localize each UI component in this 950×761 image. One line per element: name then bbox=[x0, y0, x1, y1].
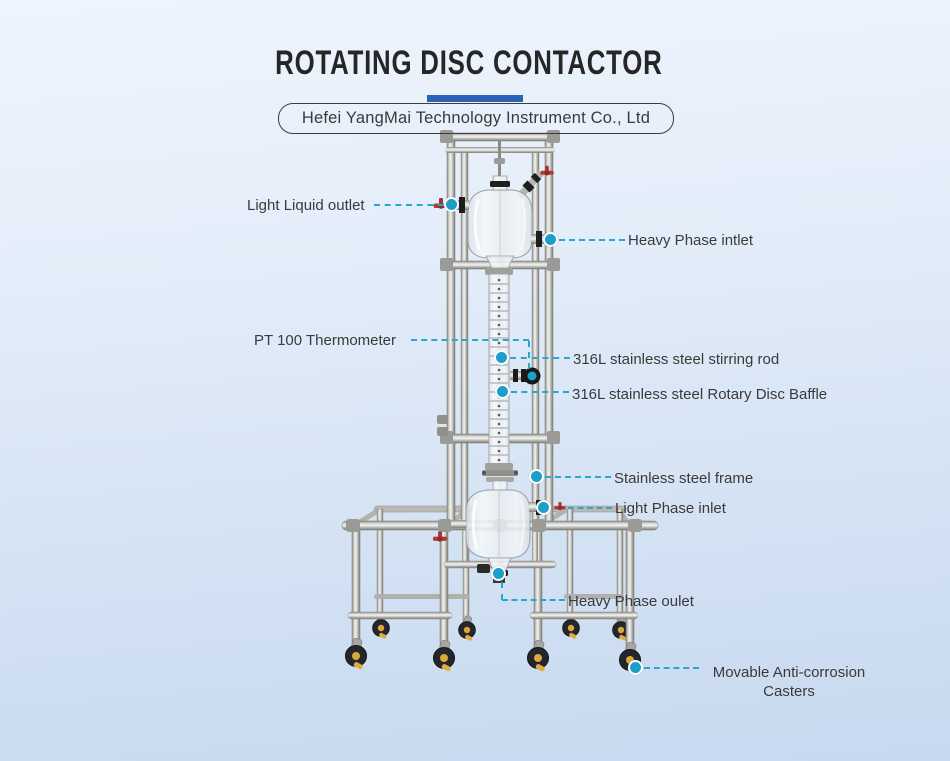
callout-label: PT 100 Thermometer bbox=[254, 332, 397, 349]
company-name: Hefei YangMai Technology Instrument Co.,… bbox=[301, 109, 651, 127]
callout-dot bbox=[491, 566, 506, 581]
callout-label: Light Liquid outlet bbox=[247, 197, 365, 214]
callout-dot bbox=[536, 500, 551, 515]
callout-label: 316L stainless steel stirring rod bbox=[573, 351, 780, 368]
callout-line bbox=[501, 582, 503, 600]
callout-label: 316L stainless steel Rotary Disc Baffle bbox=[572, 386, 828, 403]
callout-line bbox=[644, 667, 699, 669]
callout-label: Movable Anti-corrosion Casters bbox=[712, 664, 866, 700]
callout-label: Heavy Phase oulet bbox=[568, 593, 694, 610]
callout-label: Heavy Phase intlet bbox=[628, 232, 754, 249]
company-banner: Hefei YangMai Technology Instrument Co.,… bbox=[278, 103, 674, 134]
callout-line bbox=[510, 357, 570, 359]
page-title: ROTATING DISC CONTACTOR bbox=[275, 44, 663, 82]
callout-line bbox=[411, 339, 529, 341]
callout-dot bbox=[494, 350, 509, 365]
callout-line bbox=[511, 391, 569, 393]
callout-dot bbox=[543, 232, 558, 247]
callout-line bbox=[545, 476, 611, 478]
callout-label: Light Phase inlet bbox=[615, 500, 726, 517]
callout-dot bbox=[529, 469, 544, 484]
callout-dot bbox=[495, 384, 510, 399]
callout-line bbox=[374, 204, 444, 206]
callout-line bbox=[559, 239, 625, 241]
title-underline-bar bbox=[427, 95, 523, 102]
callout-line bbox=[568, 507, 612, 509]
callout-label: Stainless steel frame bbox=[614, 470, 754, 487]
callout-dot bbox=[444, 197, 459, 212]
callout-dot bbox=[628, 660, 643, 675]
callout-line bbox=[528, 341, 530, 369]
callout-line bbox=[502, 599, 565, 601]
